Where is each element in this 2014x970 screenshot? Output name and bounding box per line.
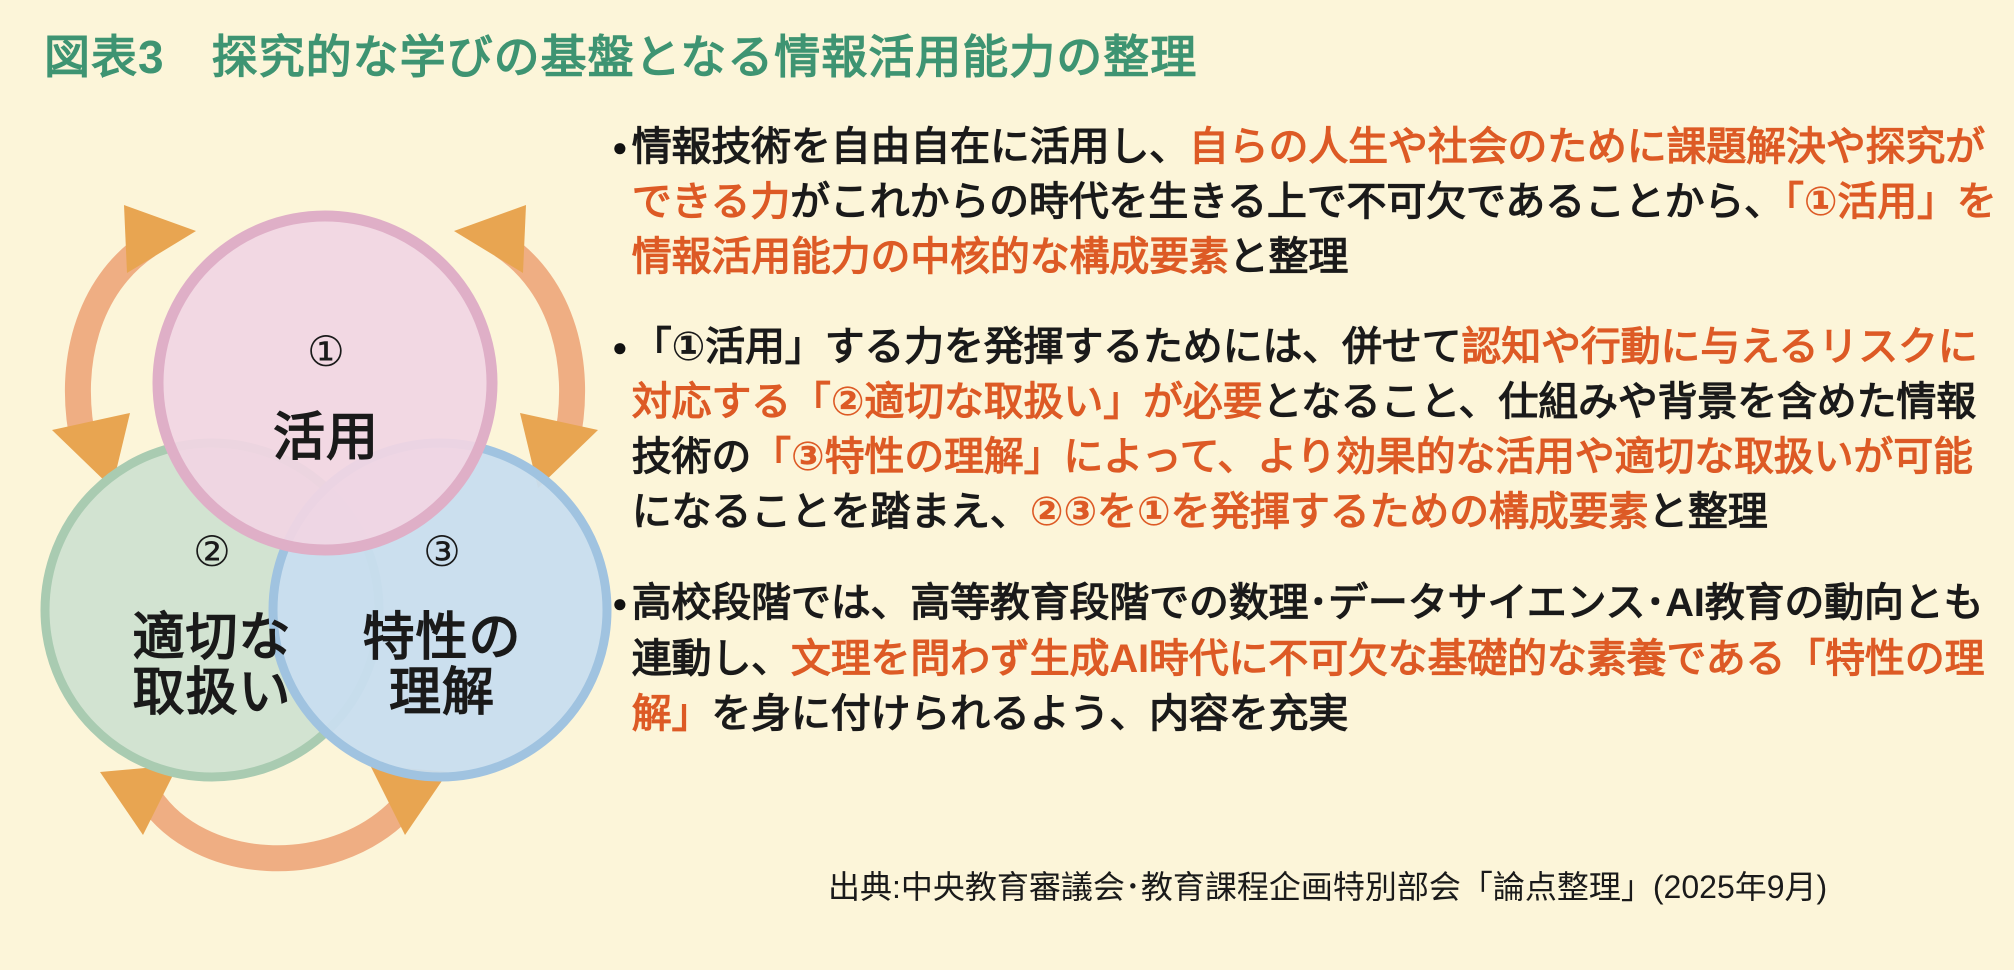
highlighted-text: 認知や行動に与えるリスクに対応する「②適切な取扱い」が必要 (631, 324, 1978, 424)
bullet-text: 「①活用」する力を発揮するためには、併せて認知や行動に与えるリスクに対応する「②… (632, 320, 1997, 541)
highlighted-text: 自らの人生や社会のために課題解決や探究ができる力 (631, 125, 1985, 225)
circle-katsuyou[interactable] (152, 210, 498, 556)
arrow-right (454, 205, 598, 488)
highlighted-text: ②③を①を発揮するための構成要素 (1029, 490, 1649, 535)
bullet-dot-icon: ● (612, 331, 628, 362)
body-text: になることを踏まえ、 (631, 490, 1030, 535)
body-text: と整理 (1648, 490, 1768, 535)
highlighted-text: 「③特性の理解」によって、より効果的な活用や適切な取扱いが可能 (751, 434, 1973, 479)
body-text: 「①活用」する力を発揮するためには、併せて (631, 324, 1462, 369)
bullet-dot-icon: ● (612, 588, 628, 619)
bullet-list: ● 情報技術を自由自在に活用し、自らの人生や社会のために課題解決や探究ができる力… (612, 120, 1997, 768)
body-text: 高校段階では、高等教育段階での数理･データサイエンス･AI教育の動向とも連動し、 (631, 581, 1984, 681)
arrow-left (52, 205, 196, 488)
bullet-item: ● 高校段階では、高等教育段階での数理･データサイエンス･AI教育の動向とも連動… (612, 576, 1997, 742)
bullet-text: 情報技術を自由自在に活用し、自らの人生や社会のために課題解決や探究ができる力がこ… (632, 120, 1997, 286)
bullet-text: 高校段階では、高等教育段階での数理･データサイエンス･AI教育の動向とも連動し、… (632, 576, 1997, 742)
arrow-bottom (100, 765, 448, 872)
body-text: 情報技術を自由自在に活用し、 (631, 125, 1189, 169)
body-text: と整理 (1228, 235, 1349, 280)
bullet-item: ● 「①活用」する力を発揮するためには、併せて認知や行動に与えるリスクに対応する… (612, 320, 1997, 541)
highlighted-text: 文理を問わず生成AI時代に不可欠な基礎的な素養である「特性の理解」 (631, 636, 1985, 736)
highlighted-text: 「①活用」を情報活用能力の中核的な構成要素 (631, 180, 1997, 280)
bullet-dot-icon: ● (612, 132, 628, 162)
body-text: を身に付けられるよう、内容を充実 (711, 691, 1349, 736)
venn-diagram-svg (40, 205, 612, 872)
venn-diagram: ① 活用 ② 適切な取扱い ③ 特性の理解 (0, 100, 650, 950)
source-note: 出典:中央教育審議会･教育課程企画特別部会「論点整理」(2025年9月) (828, 869, 1828, 905)
body-text: がこれからの時代を生きる上で不可欠であることから、 (790, 180, 1784, 225)
page-title: 図表3 探究的な学びの基盤となる情報活用能力の整理 (44, 31, 1198, 83)
bullet-item: ● 情報技術を自由自在に活用し、自らの人生や社会のために課題解決や探究ができる力… (612, 120, 1997, 286)
body-text: となること、仕組みや背景を含めた情報技術の (631, 379, 1976, 479)
